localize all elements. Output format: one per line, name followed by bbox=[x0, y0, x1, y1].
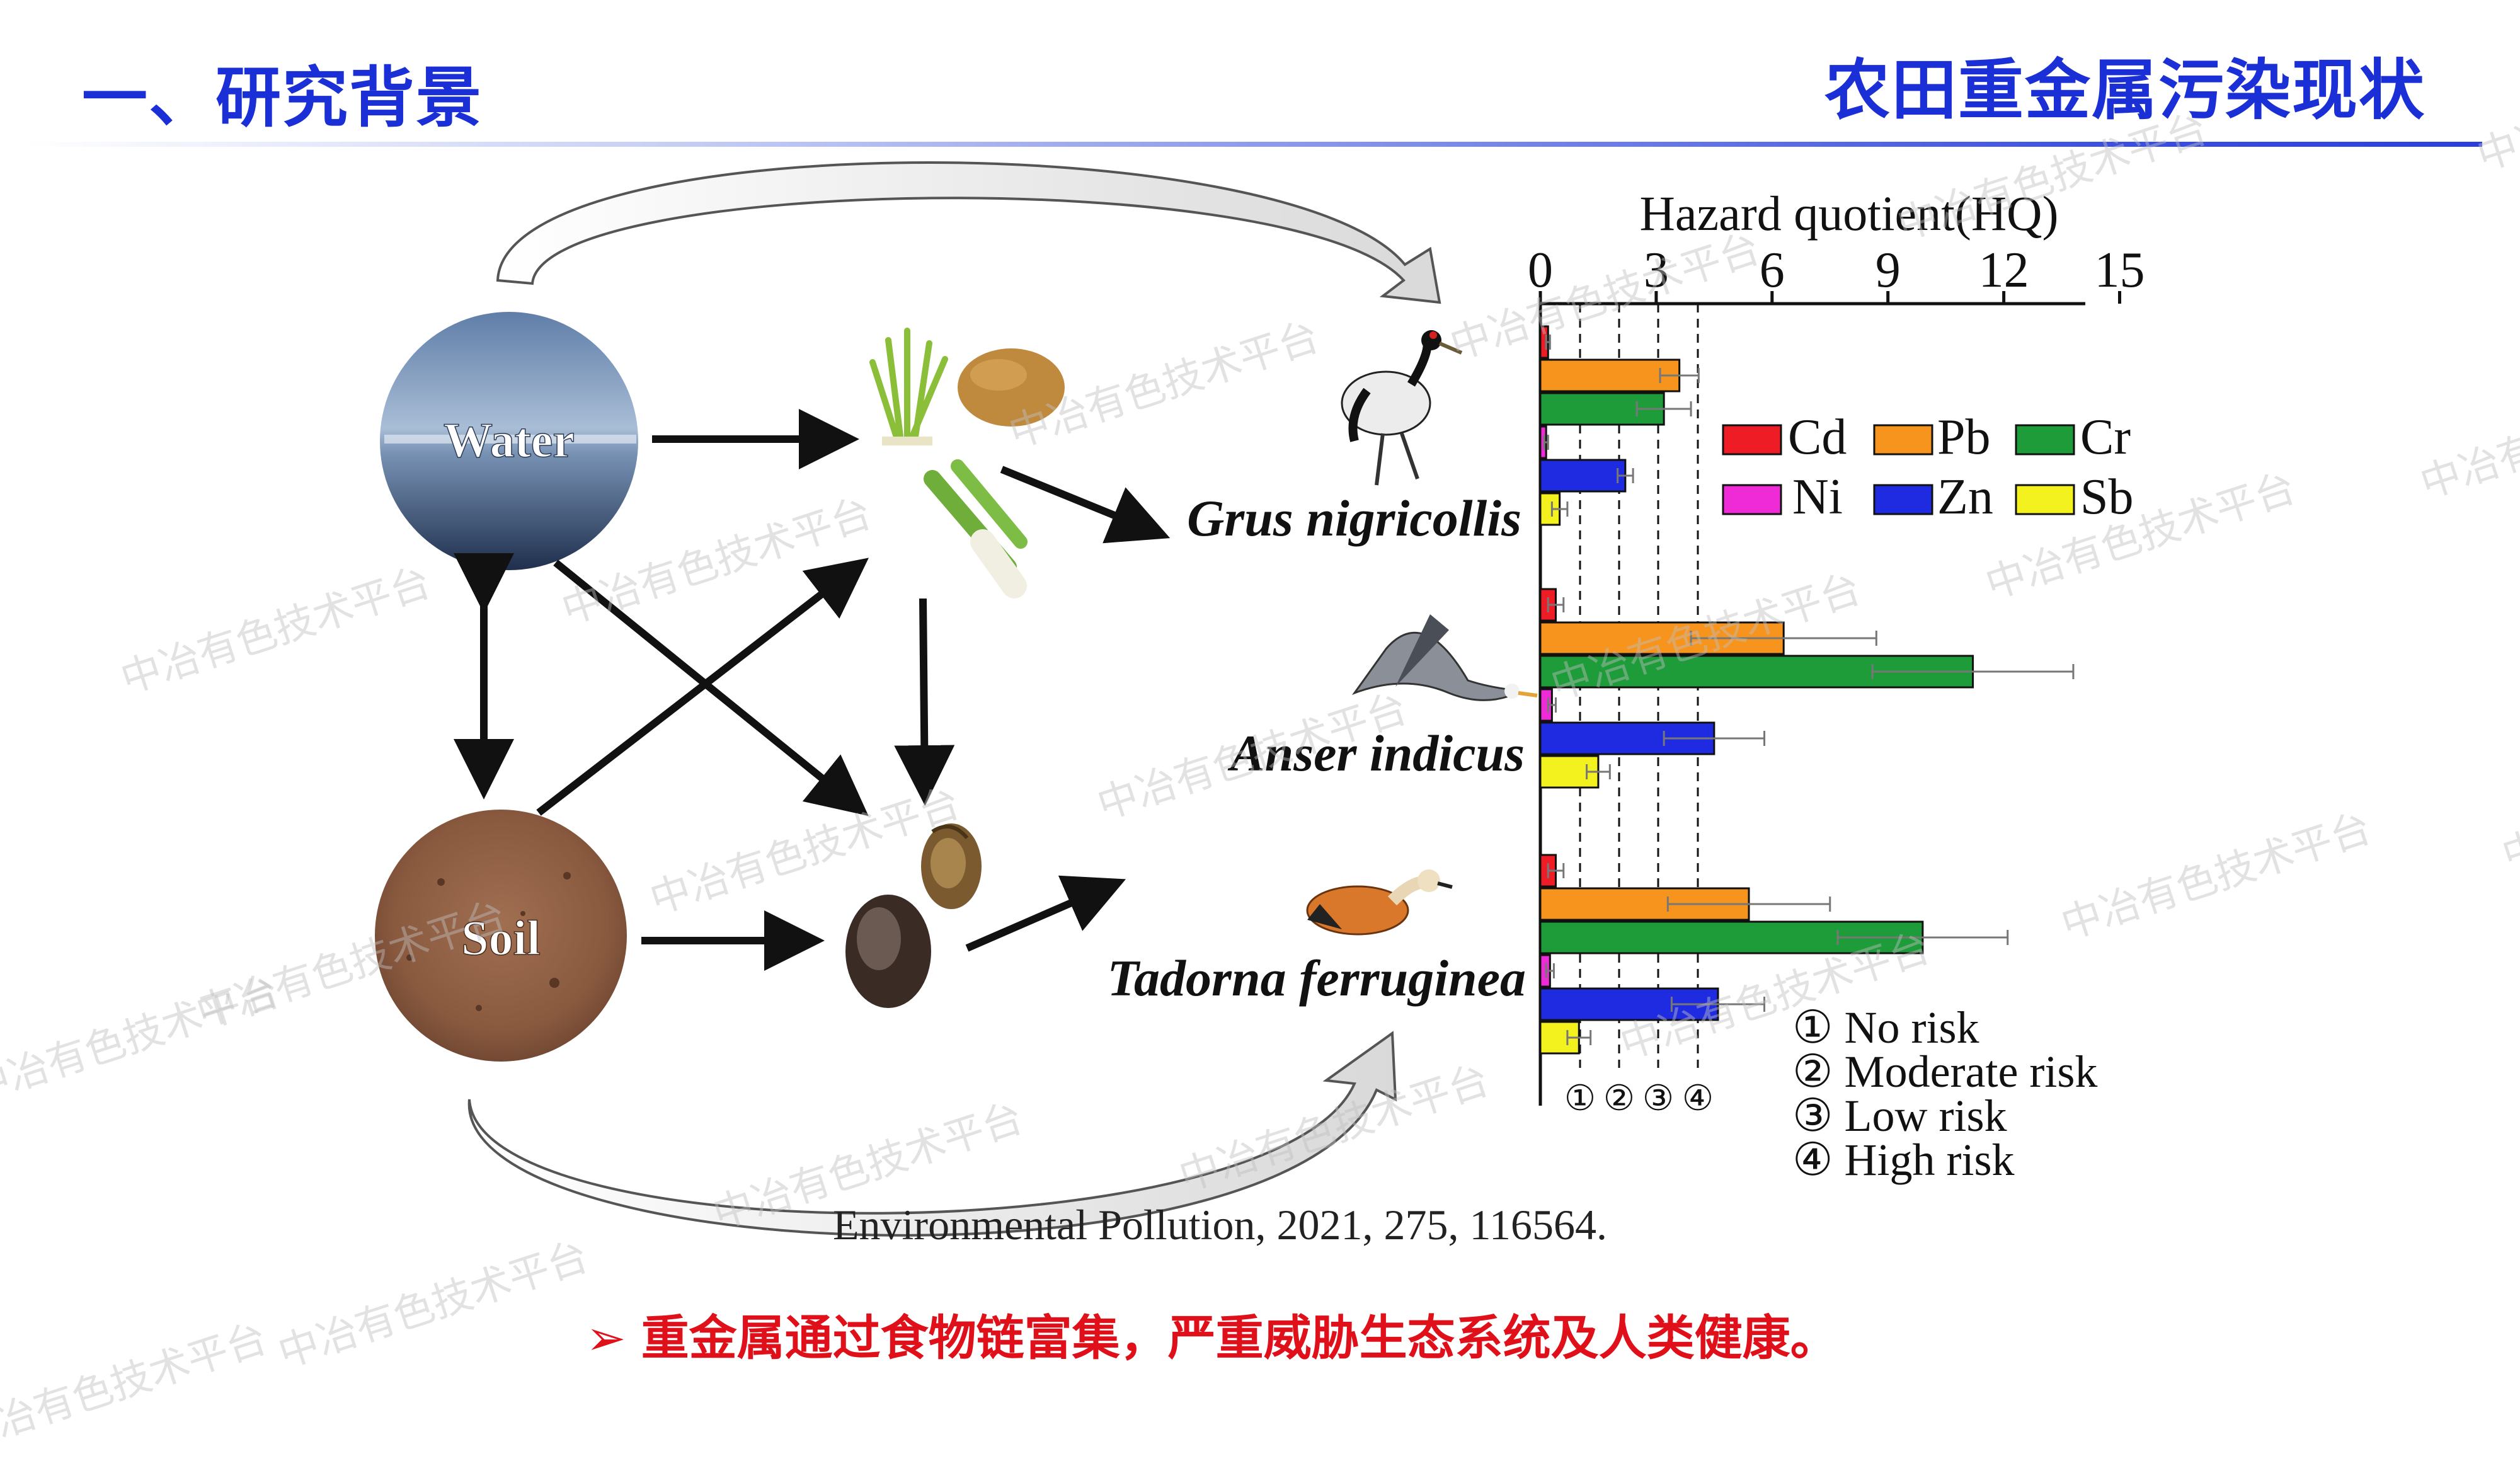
goose-icon bbox=[1351, 614, 1538, 701]
top-curved-arrow bbox=[496, 161, 1441, 304]
scallion-icon bbox=[924, 459, 1028, 599]
x-tick-label: 0 bbox=[1528, 243, 1553, 298]
risk-legend-item: ③ Low risk bbox=[1792, 1091, 2007, 1141]
x-tick-label: 6 bbox=[1760, 243, 1785, 298]
x-tick-label: 12 bbox=[1979, 243, 2029, 298]
legend-label: Cr bbox=[2080, 410, 2131, 465]
snail-icon bbox=[921, 823, 982, 909]
risk-threshold-marker: ④ bbox=[1682, 1078, 1714, 1119]
conclusion-text: 重金属通过食物链富集，严重威胁生态系统及人类健康。 bbox=[641, 1310, 1838, 1366]
legend-swatch-zn bbox=[1873, 484, 1933, 515]
grass-icon bbox=[869, 328, 948, 445]
legend-swatch-cd bbox=[1722, 424, 1782, 455]
risk-threshold-marker: ② bbox=[1603, 1078, 1635, 1119]
bottom-curved-arrow bbox=[467, 1031, 1397, 1237]
hq-bar-zn bbox=[1539, 459, 1627, 493]
x-tick-label: 3 bbox=[1644, 243, 1669, 298]
risk-legend-item: ② Moderate risk bbox=[1792, 1046, 2097, 1097]
crane-icon bbox=[1341, 330, 1463, 486]
soil-node: Soil bbox=[375, 810, 627, 1062]
header-divider bbox=[25, 142, 2482, 147]
legend-label: Sb bbox=[2080, 469, 2134, 525]
shelduck-icon bbox=[1306, 869, 1453, 936]
risk-threshold-marker: ③ bbox=[1642, 1078, 1674, 1119]
metal-legend: Cd Pb Cr Ni Zn Sb bbox=[1722, 410, 2134, 525]
legend-label: Ni bbox=[1792, 469, 1843, 525]
citation: Environmental Pollution, 2021, 275, 1165… bbox=[833, 1201, 1607, 1249]
topic-title: 农田重金属污染现状 bbox=[1824, 52, 2426, 129]
legend-label: Zn bbox=[1937, 469, 1993, 525]
species-label: Anser indicus bbox=[1227, 725, 1525, 782]
species-label: Tadorna ferruginea bbox=[1108, 949, 1526, 1007]
risk-legend: ① No risk ② Moderate risk ③ Low risk ④ H… bbox=[1792, 1002, 2097, 1185]
legend-label: Cd bbox=[1788, 410, 1847, 465]
risk-legend-item: ④ High risk bbox=[1792, 1135, 2015, 1185]
section-title: 一、研究背景 bbox=[82, 59, 483, 136]
x-tick-label: 9 bbox=[1876, 243, 1901, 298]
risk-threshold-marker: ① bbox=[1564, 1078, 1596, 1119]
species-label: Grus nigricollis bbox=[1187, 490, 1521, 547]
water-node: Water bbox=[380, 312, 638, 570]
conclusion: ➢ 重金属通过食物链富集，严重威胁生态系统及人类健康。 bbox=[586, 1299, 1838, 1368]
food-chain-arrows bbox=[454, 409, 1171, 971]
legend-swatch-cr bbox=[2015, 424, 2075, 455]
potato-icon bbox=[958, 348, 1065, 427]
clam-icon bbox=[845, 895, 931, 1008]
water-label: Water bbox=[444, 413, 575, 467]
risk-legend-item: ① No risk bbox=[1792, 1002, 1979, 1053]
legend-swatch-ni bbox=[1722, 484, 1782, 515]
soil-label: Soil bbox=[461, 910, 541, 965]
x-tick-label: 15 bbox=[2095, 243, 2145, 298]
food-chain-figure: Water Soil bbox=[375, 161, 2145, 1237]
legend-swatch-sb bbox=[2015, 484, 2075, 515]
bullet-icon: ➢ bbox=[586, 1310, 626, 1366]
legend-label: Pb bbox=[1937, 410, 1991, 465]
hq-bar-pb bbox=[1539, 358, 1681, 392]
legend-swatch-pb bbox=[1873, 424, 1933, 455]
x-axis-label: Hazard quotient(HQ) bbox=[1640, 186, 2059, 241]
